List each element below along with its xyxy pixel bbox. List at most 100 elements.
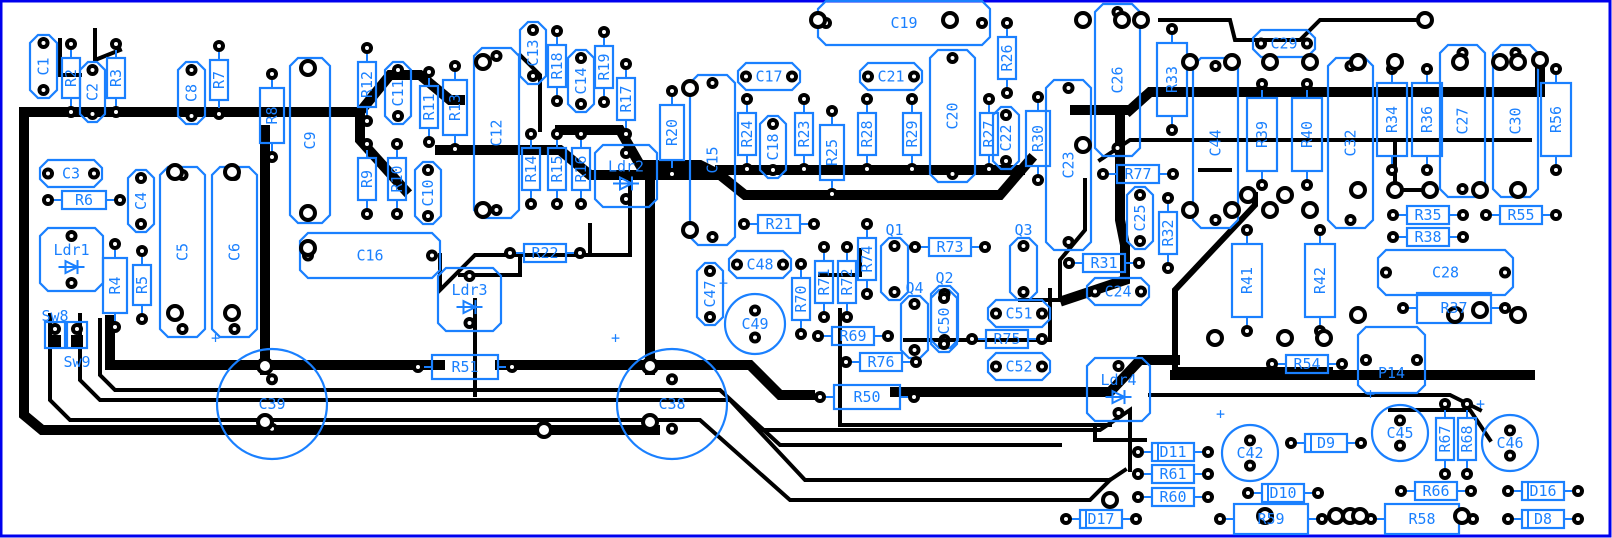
component-r60[interactable]	[1144, 486, 1202, 508]
component-r56[interactable]	[1539, 75, 1573, 164]
component-sw8[interactable]	[43, 320, 67, 350]
component-r51[interactable]	[424, 353, 506, 381]
component-r61[interactable]	[1144, 463, 1202, 485]
component-c4[interactable]	[126, 168, 156, 234]
component-r66[interactable]	[1407, 480, 1465, 502]
component-c38[interactable]	[615, 347, 729, 461]
component-d17[interactable]	[1072, 508, 1130, 530]
component-r35[interactable]	[1399, 204, 1457, 226]
component-r21[interactable]	[750, 213, 808, 235]
component-c5[interactable]	[158, 165, 207, 339]
component-ldr1[interactable]	[38, 226, 105, 293]
component-r24[interactable]	[736, 105, 758, 163]
component-r76[interactable]	[852, 351, 910, 373]
component-c26[interactable]	[1093, 2, 1142, 158]
component-r19[interactable]	[593, 38, 615, 96]
component-c23[interactable]	[1044, 78, 1093, 252]
component-p14[interactable]	[1356, 325, 1427, 395]
component-sw9[interactable]	[65, 320, 89, 350]
component-r50[interactable]	[826, 383, 908, 411]
component-r4[interactable]	[101, 250, 129, 321]
component-r10[interactable]	[386, 150, 408, 208]
component-r26[interactable]	[996, 29, 1018, 87]
component-r30[interactable]	[1024, 103, 1052, 174]
component-r23[interactable]	[793, 105, 815, 163]
component-c11[interactable]	[383, 60, 413, 126]
component-r33[interactable]	[1155, 35, 1189, 124]
component-c20[interactable]	[928, 48, 977, 184]
component-c10[interactable]	[413, 160, 443, 226]
component-d11[interactable]	[1144, 441, 1202, 463]
component-c12[interactable]	[472, 46, 521, 220]
component-r13[interactable]	[441, 72, 469, 143]
component-ldr2[interactable]	[593, 143, 659, 209]
component-r7[interactable]	[208, 52, 230, 108]
component-c18[interactable]	[758, 114, 788, 180]
component-c25[interactable]	[1125, 185, 1155, 251]
component-c9[interactable]	[288, 56, 332, 225]
component-q1[interactable]	[879, 236, 910, 302]
component-r72[interactable]	[836, 253, 858, 311]
component-r74[interactable]	[856, 230, 878, 288]
component-r41[interactable]	[1230, 236, 1264, 325]
component-r55[interactable]	[1492, 204, 1550, 226]
component-r68[interactable]	[1456, 410, 1478, 468]
component-r27[interactable]	[978, 105, 1000, 163]
component-r36[interactable]	[1410, 75, 1444, 164]
component-d8[interactable]	[1514, 508, 1572, 530]
component-d9[interactable]	[1297, 432, 1355, 454]
component-c15[interactable]	[688, 73, 737, 247]
component-c13[interactable]	[518, 20, 548, 86]
component-r22[interactable]	[516, 242, 574, 264]
component-r75[interactable]	[978, 328, 1036, 350]
component-d16[interactable]	[1514, 480, 1572, 502]
component-r29[interactable]	[901, 105, 923, 163]
component-c46[interactable]	[1480, 413, 1540, 473]
component-c52[interactable]	[986, 351, 1052, 382]
component-c51[interactable]	[986, 298, 1052, 329]
component-r14[interactable]	[520, 140, 542, 198]
component-c2[interactable]	[78, 60, 107, 124]
component-c49[interactable]	[723, 292, 787, 356]
component-r59[interactable]	[1226, 502, 1316, 536]
component-r34[interactable]	[1375, 75, 1409, 164]
component-c8[interactable]	[176, 60, 207, 126]
component-c1[interactable]	[28, 33, 59, 100]
component-c22[interactable]	[991, 105, 1021, 171]
component-c50[interactable]	[929, 288, 959, 354]
component-c24[interactable]	[1085, 276, 1151, 307]
component-r8[interactable]	[258, 80, 286, 151]
component-c45[interactable]	[1370, 403, 1430, 463]
component-c48[interactable]	[727, 249, 793, 280]
component-r20[interactable]	[658, 97, 686, 168]
component-c21[interactable]	[858, 61, 924, 92]
component-r42[interactable]	[1303, 236, 1337, 325]
component-r25[interactable]	[818, 117, 846, 188]
component-c47[interactable]	[695, 261, 725, 327]
component-r69[interactable]	[824, 325, 882, 347]
component-r15[interactable]	[546, 140, 568, 198]
component-r17[interactable]	[615, 70, 637, 128]
component-c17[interactable]	[736, 61, 802, 92]
component-r12[interactable]	[356, 54, 378, 115]
component-c14[interactable]	[566, 48, 596, 114]
component-c6[interactable]	[210, 165, 259, 339]
component-r6[interactable]	[54, 189, 114, 211]
component-c3[interactable]	[38, 158, 104, 189]
component-r54[interactable]	[1278, 353, 1336, 375]
component-r32[interactable]	[1157, 204, 1179, 262]
component-ldr3[interactable]	[436, 266, 503, 333]
component-r9[interactable]	[356, 150, 378, 208]
component-r28[interactable]	[856, 105, 878, 163]
component-ldr4[interactable]	[1085, 356, 1152, 423]
component-d10[interactable]	[1254, 482, 1312, 504]
component-r5[interactable]	[131, 257, 153, 313]
component-c30[interactable]	[1491, 43, 1540, 199]
component-c32[interactable]	[1326, 56, 1375, 230]
component-r70[interactable]	[790, 270, 812, 328]
component-r39[interactable]	[1245, 90, 1279, 179]
component-r67[interactable]	[1434, 410, 1456, 468]
component-r16[interactable]	[570, 140, 592, 198]
component-r71[interactable]	[813, 253, 835, 311]
component-r18[interactable]	[546, 37, 568, 95]
